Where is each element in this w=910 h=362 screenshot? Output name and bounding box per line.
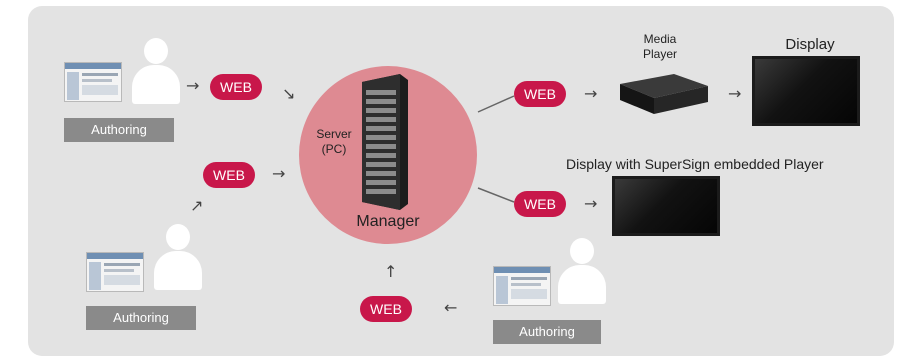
arrow-down-right-icon: ↘	[282, 84, 296, 103]
arrow-right-icon: →	[584, 84, 598, 103]
web-pill-bottom: WEB	[360, 296, 412, 322]
connector-line-to-media-player	[477, 95, 515, 113]
arrow-left-icon: ←	[444, 298, 458, 317]
display-label: Display	[785, 36, 835, 53]
web-pill-media-player: WEB	[514, 81, 566, 107]
authoring-label-3: Authoring	[493, 320, 601, 344]
user-icon-3	[558, 238, 606, 304]
authoring-screenshot-2	[86, 252, 144, 292]
web-pill-embedded-display: WEB	[514, 191, 566, 217]
connector-line-to-embedded-display	[477, 187, 515, 203]
web-pill-top-left: WEB	[210, 74, 262, 100]
arrow-right-icon: →	[272, 164, 286, 183]
embedded-display-label: Display with SuperSign embedded Player	[566, 156, 824, 172]
arrow-right-icon: →	[728, 84, 742, 103]
user-icon-1	[132, 38, 180, 104]
user-icon-2	[154, 224, 202, 290]
server-tower-icon	[352, 72, 412, 212]
arrow-right-icon: →	[186, 76, 200, 95]
display-screen	[752, 56, 860, 126]
arrow-up-right-icon: ↗	[190, 196, 204, 215]
server-label: Server (PC)	[316, 127, 352, 156]
web-pill-mid-left: WEB	[203, 162, 255, 188]
authoring-label-2: Authoring	[86, 306, 196, 330]
media-player-icon	[612, 70, 712, 118]
media-player-label: Media Player	[642, 32, 677, 61]
authoring-label-1: Authoring	[64, 118, 174, 142]
arrow-right-icon: →	[584, 194, 598, 213]
embedded-display-screen	[612, 176, 720, 236]
authoring-screenshot-3	[493, 266, 551, 306]
arrow-up-icon: ↑	[384, 262, 398, 281]
manager-label: Manager	[356, 213, 420, 230]
authoring-screenshot-1	[64, 62, 122, 102]
